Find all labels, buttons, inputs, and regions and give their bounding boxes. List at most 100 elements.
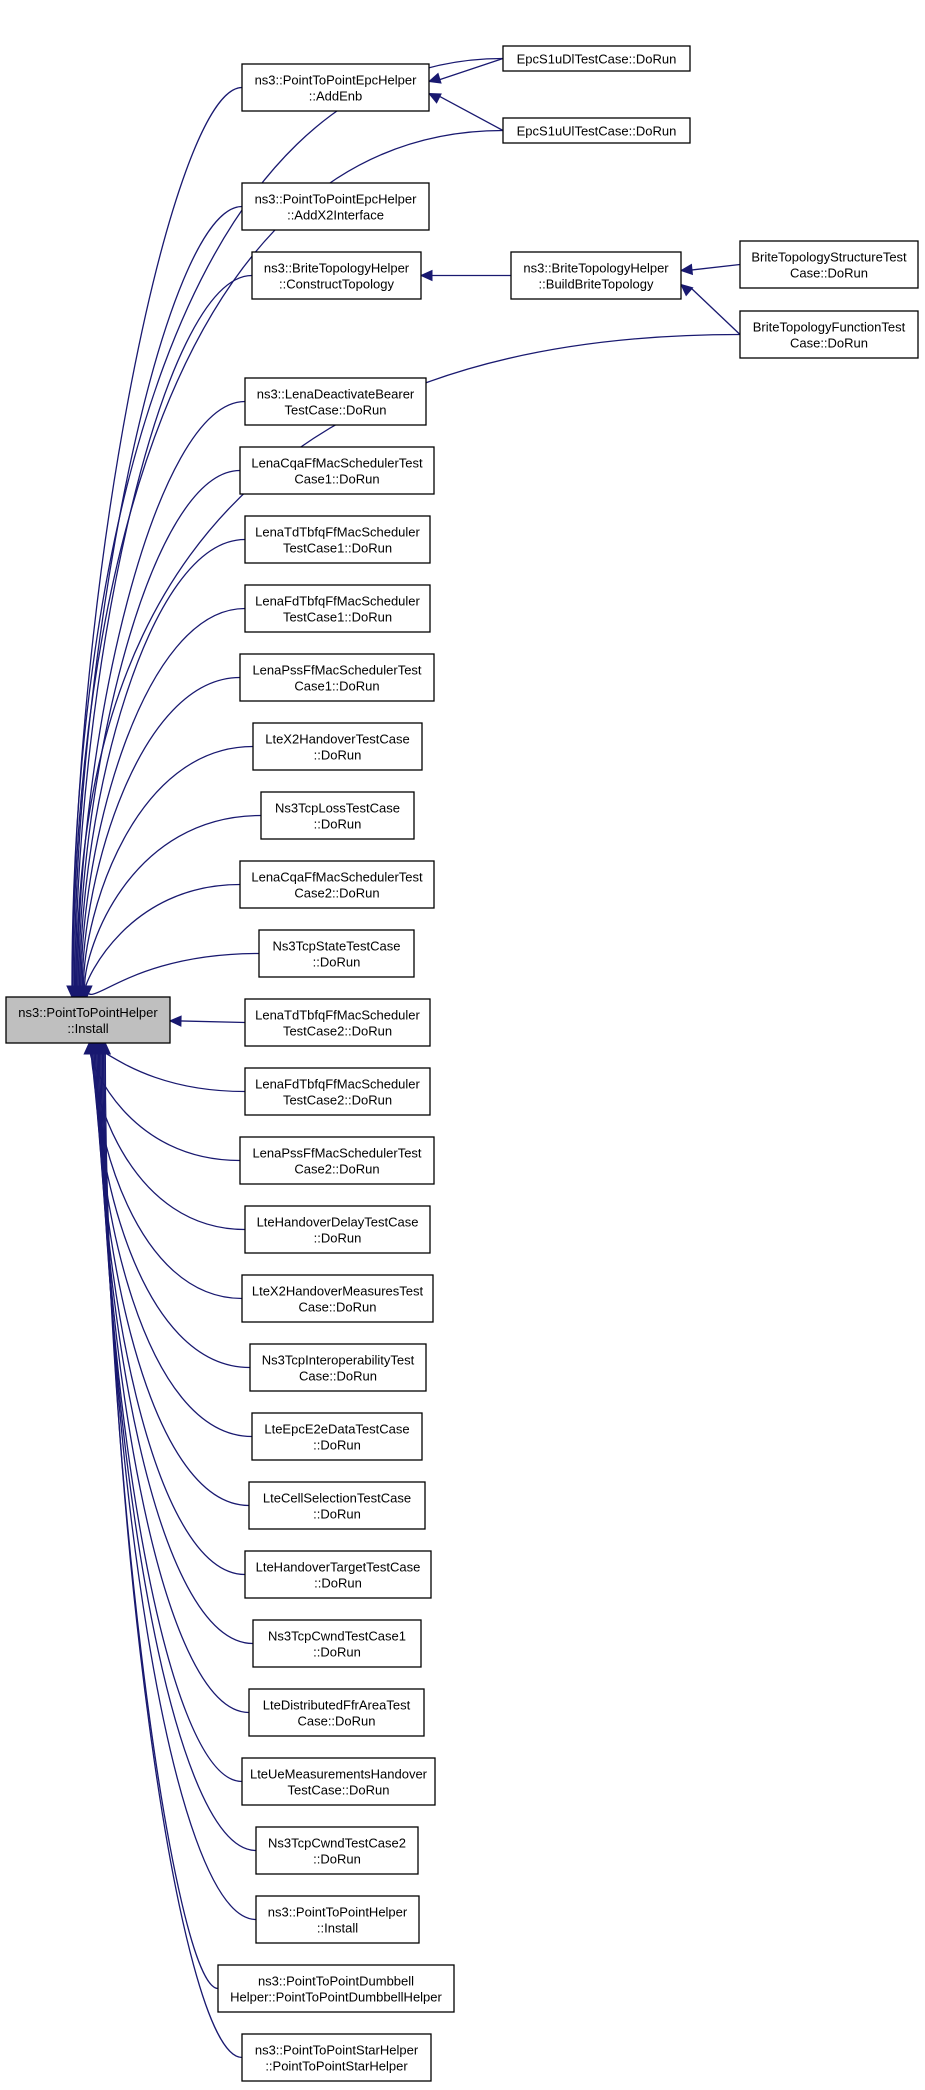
node-box	[249, 1343, 427, 1392]
node-label-line: LteHandoverTargetTestCase	[256, 1560, 421, 1575]
graph-node[interactable]: Ns3TcpCwndTestCase1::DoRun	[252, 1619, 422, 1668]
node-label-line: LteX2HandoverMeasuresTest	[252, 1284, 424, 1299]
node-label-line: ::Install	[67, 1021, 108, 1036]
node-label-line: TestCase1::DoRun	[283, 541, 392, 556]
root-node[interactable]: ns3::PointToPointHelper::Install	[5, 996, 171, 1044]
graph-node[interactable]: ns3::PointToPointEpcHelper::AddX2Interfa…	[241, 182, 430, 231]
graph-node[interactable]: LteCellSelectionTestCase::DoRun	[248, 1481, 426, 1530]
node-label-line: LenaCqaFfMacSchedulerTest	[251, 870, 423, 885]
node-label-line: ns3::BriteTopologyHelper	[523, 261, 669, 276]
node-label-line: LteHandoverDelayTestCase	[257, 1215, 419, 1230]
edge-pss2-to-install	[89, 1052, 241, 1162]
graph-node[interactable]: ns3::PointToPointStarHelper::PointToPoin…	[241, 2033, 432, 2082]
node-label-line: Case1::DoRun	[294, 472, 379, 487]
node-label-line: Ns3TcpInteroperabilityTest	[262, 1353, 415, 1368]
edge-s1uul-to-addenb-arrowhead	[427, 92, 442, 104]
edge-dumbbell-to-install	[103, 1052, 219, 1990]
node-label-line: ::DoRun	[313, 1438, 361, 1453]
graph-node[interactable]: Ns3TcpStateTestCase::DoRun	[258, 929, 415, 978]
node-label-line: TestCase2::DoRun	[283, 1093, 392, 1108]
graph-node[interactable]: ns3::PointToPointEpcHelper::AddEnb	[241, 63, 430, 112]
graph-node[interactable]: ns3::PointToPointHelper::Install	[255, 1895, 420, 1944]
node-label-line: LenaTdTbfqFfMacScheduler	[255, 525, 420, 540]
node-label-line: ::ConstructTopology	[279, 277, 394, 292]
node-label-line: ::DoRun	[313, 1852, 361, 1867]
edge-lenadeact-to-install	[77, 400, 246, 988]
edge-tcpstate-to-install	[86, 952, 260, 996]
node-box	[251, 251, 422, 300]
graph-node[interactable]: Ns3TcpCwndTestCase2::DoRun	[255, 1826, 419, 1875]
edge-cwnd2-to-install	[101, 1052, 257, 1852]
node-label-line: TestCase2::DoRun	[283, 1024, 392, 1039]
node-label-line: LteX2HandoverTestCase	[265, 732, 410, 747]
node-label-line: Case::DoRun	[790, 336, 868, 351]
edge-s1udl-to-addenb-arrowhead	[427, 72, 442, 84]
edge-britestruct-to-buildbrite	[690, 263, 741, 271]
node-label-line: Case1::DoRun	[294, 679, 379, 694]
node-label-line: ::DoRun	[314, 817, 362, 832]
node-box	[502, 117, 691, 144]
node-box	[255, 1826, 419, 1875]
node-box	[260, 791, 415, 840]
node-box	[241, 1274, 434, 1323]
edge-addenb-to-install	[71, 86, 243, 988]
node-label-line: Case::DoRun	[298, 1300, 376, 1315]
node-label-line: ::DoRun	[313, 955, 361, 970]
node-box	[252, 722, 423, 771]
edge-p2pinstall-to-install	[102, 1052, 257, 1921]
graph-node[interactable]: LteHandoverDelayTestCase::DoRun	[244, 1205, 431, 1254]
graph-node[interactable]: LteEpcE2eDataTestCase::DoRun	[251, 1412, 423, 1461]
node-label-line: LenaFdTbfqFfMacScheduler	[255, 1077, 420, 1092]
node-label-line: Case::DoRun	[297, 1714, 375, 1729]
node-label-line: ::Install	[317, 1921, 358, 1936]
node-box	[244, 1067, 431, 1116]
graph-node[interactable]: LteHandoverTargetTestCase::DoRun	[244, 1550, 432, 1599]
node-box	[248, 1688, 425, 1737]
graph-node[interactable]: ns3::PointToPointDumbbellHelper::PointTo…	[217, 1964, 455, 2013]
node-box	[255, 1895, 420, 1944]
edge-tcpstate-to-install-arrowhead	[81, 985, 93, 999]
graph-node[interactable]: Ns3TcpLossTestCase::DoRun	[260, 791, 415, 840]
node-box	[239, 860, 435, 909]
edge-tdtbfq2-to-install	[179, 1020, 246, 1024]
node-label-line: ns3::PointToPointHelper	[268, 1905, 408, 1920]
graph-node[interactable]: EpcS1uDlTestCase::DoRun	[502, 45, 691, 72]
node-label-line: Case::DoRun	[790, 266, 868, 281]
nodes-layer: ns3::PointToPointHelper::Installns3::Poi…	[5, 45, 919, 2082]
node-box	[241, 1757, 436, 1806]
node-label-line: BriteTopologyFunctionTest	[753, 320, 906, 335]
node-label-line: ::PointToPointStarHelper	[265, 2059, 408, 2074]
node-label-line: LteUeMeasurementsHandover	[250, 1767, 428, 1782]
edge-s1udl-to-addenb	[438, 57, 504, 81]
node-label-line: LteEpcE2eDataTestCase	[264, 1422, 409, 1437]
edge-tdtbfq1-to-install	[79, 538, 246, 988]
node-label-line: ns3::PointToPointEpcHelper	[255, 73, 418, 88]
node-label-line: Ns3TcpLossTestCase	[275, 801, 400, 816]
node-label-line: LenaFdTbfqFfMacScheduler	[255, 594, 420, 609]
graph-node[interactable]: EpcS1uUlTestCase::DoRun	[502, 117, 691, 144]
node-box	[241, 63, 430, 112]
node-box	[251, 1412, 423, 1461]
node-label-line: ns3::BriteTopologyHelper	[264, 261, 410, 276]
node-box	[244, 1205, 431, 1254]
graph-node[interactable]: LteX2HandoverTestCase::DoRun	[252, 722, 423, 771]
graph-node[interactable]: ns3::BriteTopologyHelper::BuildBriteTopo…	[510, 251, 682, 300]
node-label-line: Helper::PointToPointDumbbellHelper	[230, 1990, 442, 2005]
graph-node[interactable]: ns3::BriteTopologyHelper::ConstructTopol…	[251, 251, 422, 300]
